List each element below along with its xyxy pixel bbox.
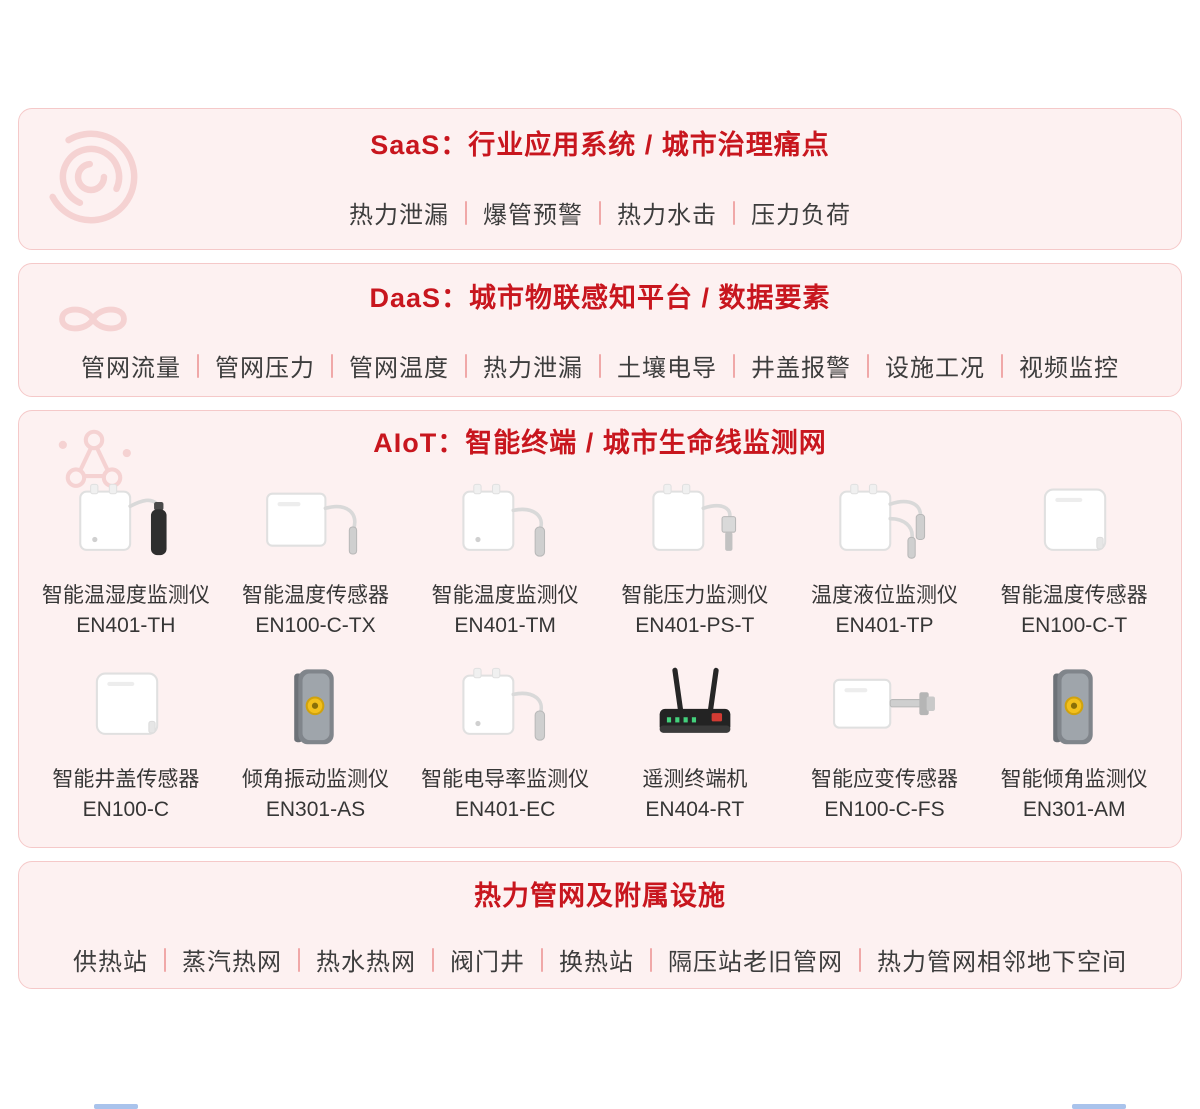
item-divider [733,353,735,378]
product-image-telemetry-terminal [609,659,781,763]
product-name: 智能温湿度监测仪 [41,584,210,607]
product-image-temp-level-monitor [798,475,970,579]
item-divider [859,947,861,972]
saas-section: SaaS：行业应用系统 / 城市治理痛点 热力泄漏 爆管预警 热力水击 压力负荷 [18,108,1182,250]
product-image-temp-monitor [419,475,591,579]
page-bottom-artifact [1072,1104,1126,1109]
product-image-conductivity-monitor [419,659,591,763]
product-name: 倾角振动监测仪 [241,768,389,791]
daas-item: 管网压力 [215,355,315,382]
daas-item: 井盖报警 [751,355,851,382]
product-name: 智能压力监测仪 [621,584,769,607]
product-card: 倾角振动监测仪 EN301-AS [221,659,411,825]
daas-item: 管网流量 [81,355,181,382]
product-image-strain-sensor [798,659,970,763]
section-title: DaaS：城市物联感知平台 / 数据要素 [369,283,831,313]
product-model: EN404-RT [645,798,745,821]
product-card: 智能温度监测仪 EN401-TM [410,475,600,641]
infra-item: 换热站 [559,949,634,976]
product-model: EN301-AM [1022,798,1126,821]
product-image-tilt-monitor [988,659,1160,763]
product-name: 智能电导率监测仪 [421,768,590,791]
product-grid: 智能温湿度监测仪 EN401-TH 智能温度传感器 EN100-C-TX 智能温… [19,475,1181,825]
product-card: 温度液位监测仪 EN401-TP [790,475,980,641]
product-image-temp-humidity-monitor [40,475,212,579]
product-card: 智能压力监测仪 EN401-PS-T [600,475,790,641]
item-divider [465,200,467,225]
product-card: 智能电导率监测仪 EN401-EC [410,659,600,825]
daas-item: 设施工况 [885,355,985,382]
section-title: 热力管网及附属设施 [474,881,726,911]
infra-items: 供热站 蒸汽热网 热水热网 阀门井 换热站 隔压站老旧管网 热力管网相邻地下空间 [19,942,1181,977]
product-model: EN100-C [82,798,170,821]
section-title: SaaS：行业应用系统 / 城市治理痛点 [370,130,830,160]
product-image-temp-sensor [988,475,1160,579]
product-card: 智能应变传感器 EN100-C-FS [790,659,980,825]
item-divider [650,947,652,972]
product-image-pressure-monitor [609,475,781,579]
saas-items: 热力泄漏 爆管预警 热力水击 压力负荷 [19,195,1181,230]
product-card: 智能温度传感器 EN100-C-TX [221,475,411,641]
item-divider [331,353,333,378]
product-model: EN401-TH [76,614,176,637]
item-divider [1001,353,1003,378]
product-card: 智能温湿度监测仪 EN401-TH [31,475,221,641]
product-name: 智能应变传感器 [810,768,958,791]
product-name: 智能温度监测仪 [431,584,579,607]
aiot-section: AIoT：智能终端 / 城市生命线监测网 智能温湿度监测仪 EN401-TH 智… [18,410,1182,848]
daas-section: DaaS：城市物联感知平台 / 数据要素 管网流量 管网压力 管网温度 热力泄漏… [18,263,1182,397]
product-model: EN100-C-T [1021,614,1128,637]
product-name: 智能井盖传感器 [52,768,200,791]
product-card: 遥测终端机 EN404-RT [600,659,790,825]
product-name: 智能温度传感器 [241,584,389,607]
item-divider [599,353,601,378]
product-model: EN401-TM [454,614,556,637]
saas-item: 热力泄漏 [349,202,449,229]
infra-item: 热力管网相邻地下空间 [877,949,1127,976]
infra-item: 供热站 [73,949,148,976]
item-divider [541,947,543,972]
product-image-temp-sensor-tx [229,475,401,579]
infra-section: 热力管网及附属设施 供热站 蒸汽热网 热水热网 阀门井 换热站 隔压站老旧管网 … [18,861,1182,989]
daas-item: 热力泄漏 [483,355,583,382]
product-card: 智能温度传感器 EN100-C-T [979,475,1169,641]
product-image-tilt-vibration-monitor [229,659,401,763]
item-divider [465,353,467,378]
infra-item: 阀门井 [450,949,525,976]
daas-item: 视频监控 [1019,355,1119,382]
product-model: EN401-EC [454,798,556,821]
daas-items: 管网流量 管网压力 管网温度 热力泄漏 土壤电导 井盖报警 设施工况 视频监控 [19,348,1181,383]
item-divider [867,353,869,378]
infra-item: 热水热网 [316,949,416,976]
product-card: 智能井盖传感器 EN100-C [31,659,221,825]
product-model: EN401-TP [835,614,934,637]
section-title: AIoT：智能终端 / 城市生命线监测网 [373,428,827,458]
product-model: EN301-AS [265,798,366,821]
product-model: EN401-PS-T [635,614,755,637]
item-divider [298,947,300,972]
saas-item: 热力水击 [617,202,717,229]
product-name: 遥测终端机 [642,768,748,791]
item-divider [164,947,166,972]
infra-item: 隔压站老旧管网 [668,949,843,976]
daas-item: 管网温度 [349,355,449,382]
page-bottom-artifact [94,1104,138,1109]
item-divider [197,353,199,378]
product-name: 智能倾角监测仪 [1000,768,1148,791]
product-name: 温度液位监测仪 [810,584,958,607]
item-divider [733,200,735,225]
product-model: EN100-C-TX [255,614,376,637]
product-name: 智能温度传感器 [1000,584,1148,607]
infra-item: 蒸汽热网 [182,949,282,976]
saas-item: 爆管预警 [483,202,583,229]
saas-item: 压力负荷 [751,202,851,229]
product-model: EN100-C-FS [824,798,945,821]
product-image-manhole-sensor [40,659,212,763]
item-divider [599,200,601,225]
product-card: 智能倾角监测仪 EN301-AM [979,659,1169,825]
daas-item: 土壤电导 [617,355,717,382]
item-divider [432,947,434,972]
